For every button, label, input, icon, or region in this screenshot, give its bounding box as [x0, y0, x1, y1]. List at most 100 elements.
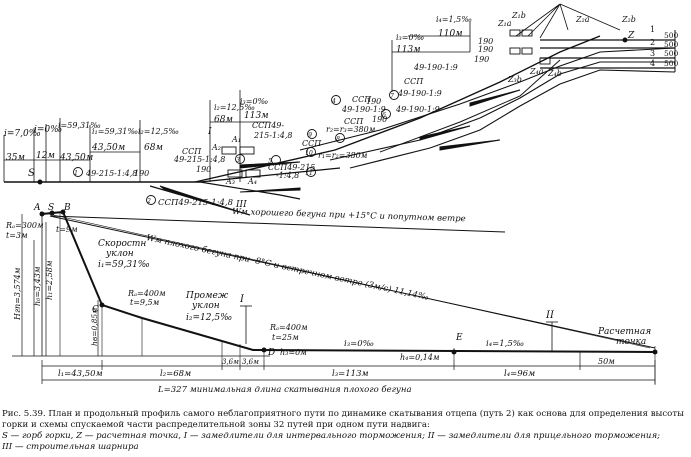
- grade-length: 68м: [144, 143, 163, 153]
- grade-length: 12м: [36, 151, 55, 161]
- grade-label: i=7,0‰: [4, 129, 41, 139]
- track-number: 2: [650, 38, 655, 47]
- switch-label: ССП: [352, 95, 372, 104]
- point-a1-label: A₂: [211, 143, 221, 152]
- switch-label: 49-190-1:9: [413, 63, 458, 72]
- track-length: 500: [664, 31, 679, 40]
- switch-label: r₂=r₃=380м: [326, 125, 376, 134]
- zone-label: Z₁b: [511, 11, 526, 20]
- circle-number: 7: [390, 93, 394, 100]
- height-label: h₄=0,14м: [400, 353, 440, 362]
- switch-label: r₁=r₂=380м: [318, 151, 368, 160]
- design-point-label: точка: [616, 337, 646, 347]
- point-iii-label: III: [235, 200, 247, 210]
- track-number: 1: [650, 25, 655, 34]
- grade-label: i₁=59,31‰: [92, 127, 138, 136]
- tangent-label: t=3м: [6, 231, 28, 240]
- circle-number: 6: [382, 112, 386, 119]
- track-length: 500: [664, 49, 679, 58]
- switch-label: 190: [366, 97, 381, 106]
- profile-point-a: A: [33, 203, 41, 213]
- switch-label: ССП49-215-1:4,8: [158, 198, 234, 208]
- track-length: 500: [664, 40, 679, 49]
- point-z-label: Z: [627, 31, 635, 41]
- track-length: 500: [664, 59, 679, 68]
- point-a2-label: A₁: [231, 135, 241, 144]
- grade-length: 113м: [396, 45, 421, 55]
- circle-number: 10: [305, 150, 313, 157]
- longitudinal-profile: [12, 209, 658, 385]
- slope-grade: i₁=59,31‰: [98, 260, 150, 270]
- point-i-label: I: [207, 127, 212, 137]
- grade-length: 68м: [214, 115, 233, 125]
- height-label: h₀=3,43м: [33, 266, 42, 306]
- grade-length: 35м: [6, 153, 25, 163]
- caption-legend: S — горб горки, Z — расчетная точка, I —…: [2, 431, 661, 441]
- grade-label: i₃=0‰: [396, 33, 425, 42]
- slope-grade: i₂=12,5‰: [186, 313, 232, 323]
- caption-number: Рис. 5.39.: [2, 409, 46, 419]
- switch-label: 49-215-1:4,8: [85, 169, 137, 178]
- height-label: hв=0,85м: [90, 308, 99, 346]
- switch-label: ССП49-: [252, 121, 284, 130]
- switch-label: 215-1:4,8: [253, 131, 292, 140]
- tangent-label: t=9м: [56, 225, 78, 234]
- grade-length: 43,50м: [59, 153, 93, 163]
- point-s-label: S: [28, 168, 35, 179]
- switch-label: ССП: [182, 147, 202, 156]
- switch-label: ССП49-215: [268, 163, 315, 172]
- track-plan: [3, 3, 676, 216]
- switch-label: ССП: [404, 77, 424, 86]
- dimension-label: l₄=96м: [504, 369, 535, 379]
- grade-label: i=0‰: [34, 125, 62, 135]
- slope-name: Скоростн: [98, 239, 146, 249]
- zone-label: Z₄a: [529, 67, 544, 76]
- caption-legend-2: III — строительная шарнира: [2, 442, 139, 452]
- switch-label: 49-190-1:9: [395, 105, 440, 114]
- height-label: h₃=0м: [280, 348, 307, 357]
- zone-label: Z₃b: [507, 75, 522, 84]
- grade-length: 110м: [438, 29, 463, 39]
- dimension-label: 50м: [598, 357, 615, 366]
- switch-label: 49-215-1:4,8: [173, 155, 225, 164]
- hump-yard-plan-and-profile: i=7,0‰ 35м i=0‰ 12м i=59,31‰ 43,50м i₁=5…: [3, 3, 679, 395]
- slope-grade: i₃=0‰: [344, 339, 374, 349]
- switch-label: 190: [196, 165, 211, 174]
- caption-text: План и продольный профиль самого неблаго…: [2, 409, 684, 430]
- total-length-label: L=327 минимальная длина скатывания плохо…: [157, 384, 412, 395]
- circle-number: 1: [74, 170, 78, 177]
- profile-point-e: E: [455, 333, 463, 343]
- zone-label: Z₄b: [547, 69, 562, 78]
- track-number: 3: [650, 49, 655, 58]
- dimension-label: 3,6м: [222, 358, 239, 366]
- zone-label: Z₂a: [575, 15, 590, 24]
- dimension-label: l₁=43,50м: [58, 369, 103, 379]
- tangent-label: t=25м: [272, 333, 299, 342]
- circle-number: 9: [308, 132, 312, 139]
- switch-label: 190: [134, 169, 149, 178]
- grade-label: i₄=1,5‰: [436, 15, 472, 24]
- design-point-label: Расчетная: [597, 327, 651, 337]
- switch-label: ССП: [302, 139, 322, 148]
- slope-name: Промеж: [185, 291, 229, 301]
- switch-label: 190: [478, 37, 493, 46]
- switch-label: 190: [478, 45, 493, 54]
- zone-label: Z₁a: [497, 19, 512, 28]
- profile-point-b: B: [63, 203, 71, 213]
- circle-number: 3: [236, 157, 240, 164]
- dimension-label: l₃=113м: [332, 369, 369, 379]
- circle-number: 8: [336, 136, 340, 143]
- circle-number: 11: [305, 170, 313, 177]
- plan-labels: i=7,0‰ 35м i=0‰ 12м i=59,31‰ 43,50м i₁=5…: [4, 11, 679, 210]
- circle-number: 5: [268, 158, 272, 165]
- grade-label: i₂=12,5‰: [214, 103, 255, 112]
- good-runner-label: Wм хорошего бегуна при +15°C и попутном …: [232, 206, 466, 224]
- switch-label: ССП: [344, 117, 364, 126]
- grade-label: i₃=0‰: [240, 97, 269, 106]
- profile-point-c: C: [92, 305, 99, 315]
- point-a3-label: A₃: [225, 177, 235, 186]
- grade-label: i₂=12,5‰: [138, 127, 179, 136]
- track-number: 4: [650, 59, 655, 68]
- switch-label: 190: [474, 55, 489, 64]
- grade-length: 113м: [244, 111, 269, 121]
